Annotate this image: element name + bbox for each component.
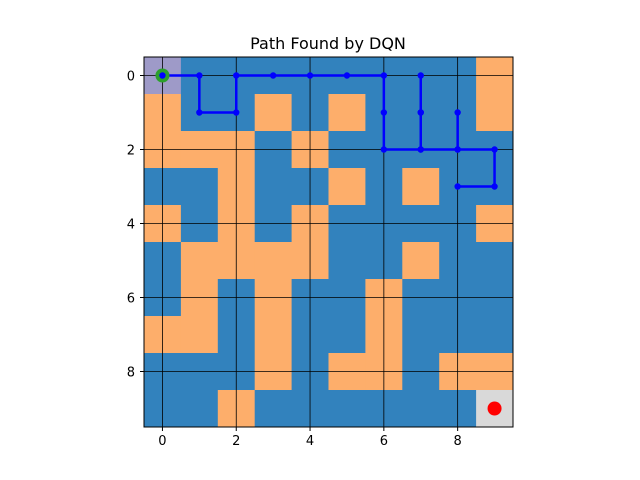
- plot-frame: [143, 56, 514, 428]
- path-point: [269, 72, 277, 79]
- cell-water: [328, 390, 366, 428]
- path-point: [196, 72, 203, 79]
- cell-water: [180, 390, 219, 428]
- cell-water: [402, 316, 440, 354]
- y-tick-label: 8: [127, 366, 135, 381]
- start-path-point: [159, 72, 166, 79]
- y-axis: 0 2 4 6 8: [127, 70, 144, 381]
- path-point: [343, 72, 351, 79]
- y-tick-label: 4: [127, 218, 135, 233]
- cell-land: [402, 242, 440, 280]
- y-tick-label: 0: [127, 70, 135, 85]
- path-point: [196, 109, 203, 116]
- path-point: [380, 146, 388, 153]
- path-point: [380, 72, 388, 79]
- cell-land: [402, 168, 440, 206]
- y-tick-label: 2: [127, 144, 135, 159]
- cell-land: [328, 94, 366, 132]
- x-axis: 0 2 4 6 8: [158, 427, 462, 449]
- goal-marker: [487, 401, 502, 416]
- cell-water: [328, 316, 366, 354]
- y-tick-label: 6: [127, 292, 135, 307]
- cell-water: [180, 168, 219, 206]
- path-point: [233, 109, 240, 116]
- path-line: [162, 74, 496, 188]
- x-tick-label: 4: [306, 434, 314, 449]
- path-point: [233, 72, 240, 79]
- cell-water: [254, 390, 292, 428]
- x-tick-label: 8: [454, 434, 462, 449]
- x-tick-label: 6: [380, 434, 388, 449]
- cell-water: [254, 168, 292, 206]
- path-point: [491, 146, 498, 153]
- gridlines: [144, 57, 513, 427]
- path-point: [417, 109, 424, 116]
- agent-path: [159, 72, 498, 190]
- x-tick-label: 0: [158, 434, 166, 449]
- path-point: [417, 72, 424, 79]
- path-point: [454, 146, 461, 153]
- path-point: [454, 109, 461, 116]
- x-tick-label: 2: [232, 434, 240, 449]
- cell-land: [476, 94, 514, 132]
- cell-land: [180, 316, 219, 354]
- cell-land: [254, 242, 292, 280]
- cell-water: [328, 242, 366, 280]
- cell-water: [476, 316, 514, 354]
- chart-title: Path Found by DQN: [250, 34, 406, 53]
- cell-land: [254, 94, 292, 132]
- cell-water: [476, 242, 514, 280]
- path-point: [380, 109, 388, 116]
- cell-land: [254, 316, 292, 354]
- cell-land: [328, 168, 366, 206]
- path-point: [417, 146, 424, 153]
- start-goal-markers: [155, 68, 502, 416]
- path-point: [491, 183, 498, 190]
- path-point: [454, 183, 461, 190]
- cell-water: [402, 390, 440, 428]
- cell-land: [180, 242, 219, 280]
- path-point: [306, 72, 314, 79]
